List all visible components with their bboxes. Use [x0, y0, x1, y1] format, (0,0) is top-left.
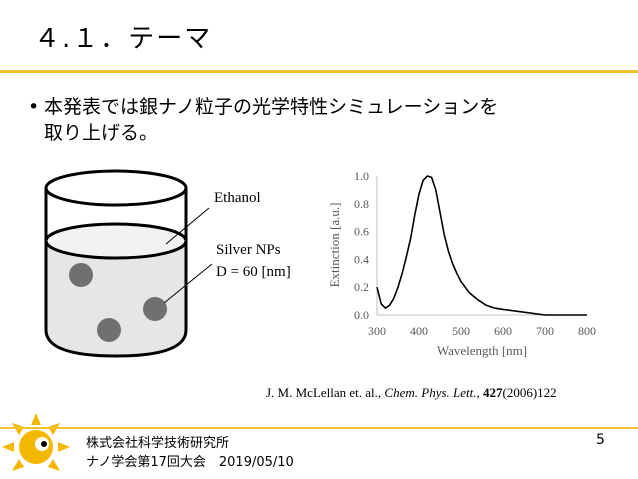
y-axis-label: Extinction [a.u.]	[327, 203, 342, 288]
silver-particle	[97, 318, 121, 342]
silver-particle	[69, 263, 93, 287]
x-tick-label: 300	[368, 324, 386, 338]
y-tick-label: 0.6	[354, 225, 369, 239]
x-tick-label: 500	[452, 324, 470, 338]
ethanol-pointer	[165, 207, 210, 245]
page-number: 5	[596, 432, 605, 448]
slide-title: ４.１．テーマ	[34, 24, 213, 54]
bullet-text: •本発表では銀ナノ粒子の光学特性シミュレーションを 取り上げる。	[28, 94, 618, 146]
silver-label: Silver NPs	[216, 242, 281, 258]
citation-pages: (2006)122	[502, 385, 557, 400]
x-tick-label: 800	[578, 324, 596, 338]
footer-company: 株式会社科学技術研究所	[86, 436, 230, 451]
silver-particle	[143, 297, 167, 321]
extinction-series-line	[376, 175, 587, 316]
beaker-diagram: Ethanol Silver NPs D = 60 [nm]	[44, 169, 291, 358]
silver-pointer	[163, 263, 213, 304]
bullet-mark: •	[28, 96, 40, 118]
citation-sep: ,	[476, 385, 483, 400]
citation: J. M. McLellan et. al., Chem. Phys. Lett…	[266, 385, 557, 401]
y-tick-label: 0.0	[354, 308, 369, 322]
x-axis-label: Wavelength [nm]	[437, 343, 527, 358]
beaker-rim	[44, 169, 188, 207]
y-tick-label: 0.8	[354, 197, 369, 211]
x-tick-label: 600	[494, 324, 512, 338]
bullet-line-1: 本発表では銀ナノ粒子の光学特性シミュレーションを	[44, 96, 499, 118]
x-tick-label: 700	[536, 324, 554, 338]
y-tick-label: 1.0	[354, 169, 369, 183]
y-tick-label: 0.2	[354, 280, 369, 294]
citation-volume: 427	[483, 385, 503, 400]
citation-journal: Chem. Phys. Lett.	[384, 385, 477, 400]
y-tick-label: 0.4	[354, 252, 369, 266]
x-tick-labels: 300 400 500 600 700 800	[368, 324, 596, 338]
citation-authors: J. M. McLellan et. al.,	[266, 385, 385, 400]
diameter-label: D = 60 [nm]	[216, 264, 291, 280]
bullet-line-2: 取り上げる。	[44, 122, 159, 144]
company-logo	[2, 413, 70, 471]
title-divider	[0, 70, 638, 73]
x-tick-label: 400	[410, 324, 428, 338]
ethanol-label: Ethanol	[214, 190, 261, 206]
extinction-chart: 300 400 500 600 700 800 0.0 0.2 0.4 0.6 0.8 1.0 Wa…	[327, 169, 596, 358]
footer-event: ナノ学会第17回大会 2019/05/10	[86, 455, 294, 470]
liquid-surface	[44, 222, 188, 260]
beaker-bottom	[44, 329, 188, 358]
y-tick-labels: 0.0 0.2 0.4 0.6 0.8 1.0	[354, 169, 369, 322]
footer-divider	[0, 427, 638, 429]
